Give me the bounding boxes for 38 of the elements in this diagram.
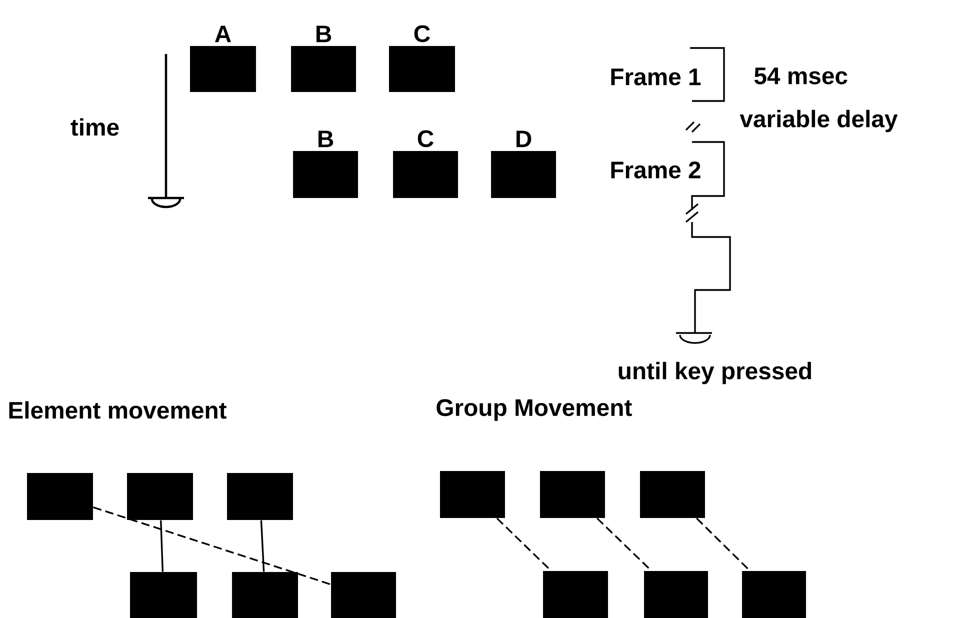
connector-line [496,518,552,572]
labeled-block: B [291,26,356,92]
text-label: Group Movement [436,399,632,421]
connector-line [596,518,652,572]
connector-line [93,506,331,586]
block [742,571,806,618]
block [130,572,198,618]
node-label: B [316,26,332,42]
block [440,471,505,518]
text-label: 54 msec [754,68,848,84]
block [232,572,298,618]
connector-line [160,520,164,572]
node-label: C [418,130,434,148]
block [540,471,605,518]
text-label: variable delay [740,110,898,132]
block [644,571,708,618]
node-label: C [414,25,430,42]
block [543,571,608,618]
node-label: B [318,130,334,148]
connector-line [696,518,750,572]
labeled-block: A [190,26,256,92]
block [640,471,705,518]
text-label: until key pressed [618,362,812,384]
labeled-block: D [491,130,556,198]
text-label: Frame 1 [611,68,701,86]
text-label: Element movement [9,401,226,419]
block [127,473,193,520]
labeled-block: C [389,25,455,92]
block [227,473,293,520]
node-label: D [516,130,532,148]
connector-line [260,520,265,572]
labeled-block: B [293,130,358,198]
labeled-block: C [393,130,458,198]
block [331,572,396,618]
node-label: A [214,26,231,42]
text-label: time [70,118,119,136]
text-label: Frame 2 [611,162,700,178]
block [27,473,93,520]
